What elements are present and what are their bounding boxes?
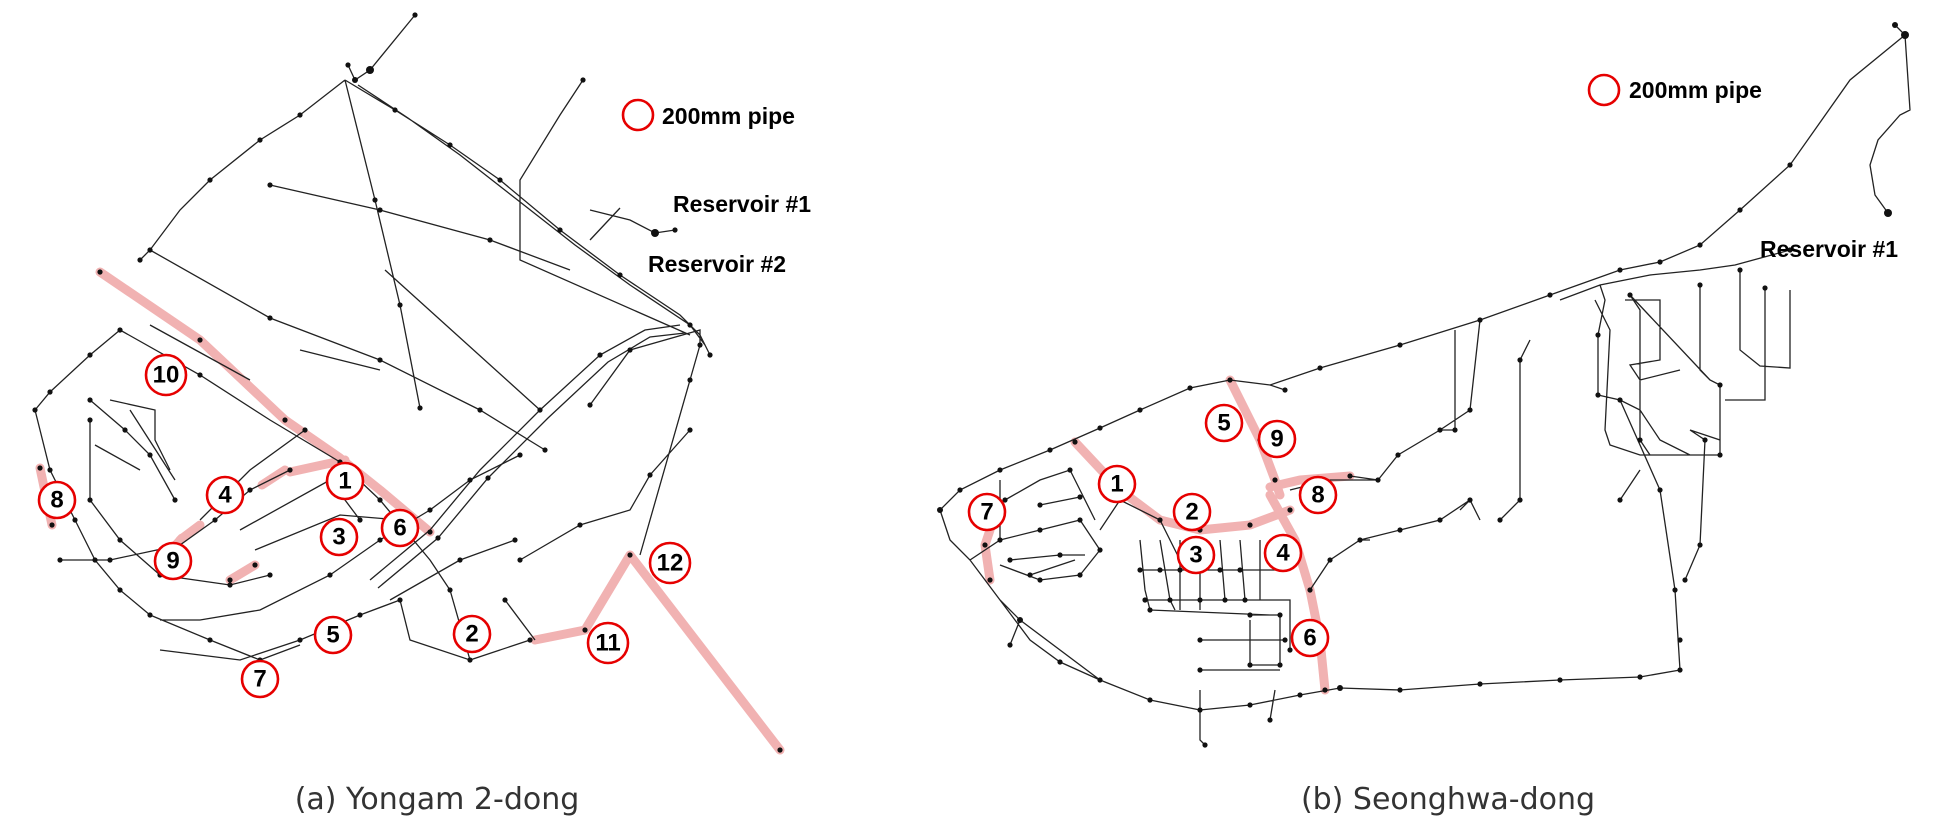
svg-text:4: 4 — [218, 482, 232, 509]
panel-a-marker-11: 11 — [586, 621, 630, 665]
panel-b-marker-4: 4 — [1263, 533, 1303, 573]
svg-text:5: 5 — [1217, 410, 1230, 437]
svg-text:2: 2 — [465, 621, 478, 648]
panel-a-network: 200mm pipe Reservoir #1 Reservoir #2 1 2… — [32, 12, 811, 817]
svg-text:9: 9 — [1270, 426, 1283, 453]
panel-a-marker-4: 4 — [205, 475, 245, 515]
panel-b-marker-3: 3 — [1176, 535, 1216, 575]
panel-b-pipes — [939, 24, 1911, 746]
svg-text:5: 5 — [326, 622, 339, 649]
panel-a-marker-1: 1 — [325, 461, 365, 501]
panel-b-marker-5: 5 — [1204, 403, 1244, 443]
panel-a-marker-12: 12 — [648, 541, 692, 585]
svg-text:3: 3 — [332, 524, 345, 551]
panel-b-marker-1: 1 — [1097, 464, 1137, 504]
panel-b-network: 200mm pipe Reservoir #1 1 2 3 4 5 6 7 8 … — [937, 22, 1911, 817]
svg-text:11: 11 — [595, 630, 620, 657]
panel-b-marker-8: 8 — [1298, 475, 1338, 515]
panel-a-marker-9: 9 — [153, 541, 193, 581]
panel-a-marker-6: 6 — [380, 508, 420, 548]
panel-b-marker-2: 2 — [1172, 492, 1212, 532]
panel-a-pipes — [34, 14, 711, 661]
panel-b-reservoir-1-label: Reservoir #1 — [1760, 236, 1898, 262]
panel-a-marker-3: 3 — [319, 517, 359, 557]
panel-a-marker-10: 10 — [144, 353, 188, 397]
svg-text:12: 12 — [657, 550, 684, 577]
panel-a-marker-7: 7 — [240, 659, 280, 699]
svg-text:3: 3 — [1189, 542, 1202, 569]
panel-a-reservoir-2-label: Reservoir #2 — [648, 251, 786, 277]
svg-text:10: 10 — [153, 362, 180, 389]
panel-a-legend-ring — [621, 98, 655, 132]
panel-a-reservoir-1-label: Reservoir #1 — [673, 191, 811, 217]
panel-a-marker-5: 5 — [313, 615, 353, 655]
svg-text:6: 6 — [393, 515, 406, 542]
panel-b-caption: (b) Seonghwa-dong — [1301, 782, 1595, 817]
svg-text:1: 1 — [1110, 471, 1123, 498]
svg-text:2: 2 — [1185, 499, 1198, 526]
svg-text:8: 8 — [50, 487, 63, 514]
panel-a-marker-8: 8 — [37, 480, 77, 520]
panel-b-nodes — [937, 22, 1909, 748]
panel-b-legend-label: 200mm pipe — [1629, 77, 1762, 103]
svg-text:4: 4 — [1276, 540, 1290, 567]
panel-a-parallel-main — [369, 324, 686, 589]
panel-a-legend-label: 200mm pipe — [662, 103, 795, 129]
panel-a-caption: (a) Yongam 2-dong — [295, 782, 580, 817]
svg-text:7: 7 — [980, 499, 993, 526]
svg-text:1: 1 — [338, 468, 351, 495]
svg-text:6: 6 — [1303, 625, 1316, 652]
panel-a-nodes — [32, 12, 783, 753]
panel-b-marker-9: 9 — [1257, 419, 1297, 459]
svg-text:8: 8 — [1311, 482, 1324, 509]
panel-b-marker-7: 7 — [967, 492, 1007, 532]
panel-b-marker-6: 6 — [1290, 618, 1330, 658]
svg-text:7: 7 — [253, 666, 266, 693]
panel-a-200mm-highlight — [35, 267, 785, 755]
svg-text:9: 9 — [166, 548, 179, 575]
panel-a-marker-2: 2 — [452, 614, 492, 654]
panel-b-legend-ring — [1587, 73, 1621, 107]
